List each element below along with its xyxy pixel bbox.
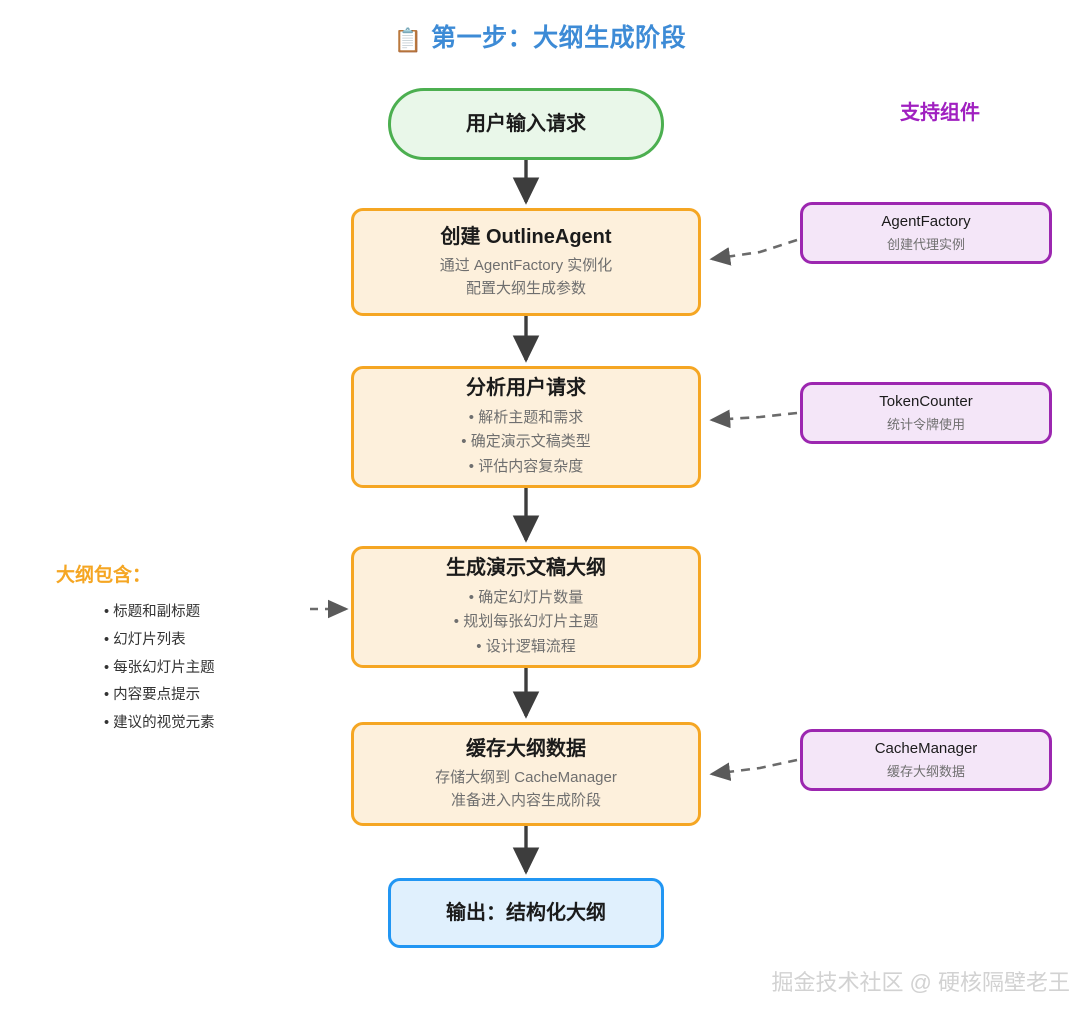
flow-node-title: 生成演示文稿大纲 (446, 557, 606, 580)
flow-node-subtitle-line: 通过 AgentFactory 实例化 (439, 257, 613, 275)
flow-node-bullet: • 确定演示文稿类型 (461, 433, 591, 451)
annotation-item: • 建议的视觉元素 (104, 715, 215, 732)
page-title: 📋 第一步：大纲生成阶段 (0, 18, 1080, 54)
flow-node-generate-outline[interactable]: 生成演示文稿大纲 • 确定幻灯片数量 • 规划每张幻灯片主题 • 设计逻辑流程 (351, 546, 701, 668)
annotation-item: • 每张幻灯片主题 (104, 659, 215, 676)
flow-node-bullet-list: • 解析主题和需求 • 确定演示文稿类型 • 评估内容复杂度 (461, 406, 590, 479)
annotation-title: 大纲包含： (56, 565, 152, 586)
annotation-item: • 标题和副标题 (104, 604, 201, 620)
flow-node-start[interactable]: 用户输入请求 (388, 88, 664, 160)
flow-node-subtitle-line: 存储大纲到 CacheManager (435, 769, 617, 787)
support-node-agentfactory[interactable]: AgentFactory 创建代理实例 (800, 202, 1052, 264)
flow-node-create-outline-agent[interactable]: 创建 OutlineAgent 通过 AgentFactory 实例化 配置大纲… (351, 208, 701, 316)
flow-node-start-label: 用户输入请求 (466, 113, 586, 135)
annotation-list: • 标题和副标题 • 幻灯片列表 • 每张幻灯片主题 • 内容要点提示 • 建议… (56, 599, 326, 738)
flow-node-output[interactable]: 输出：结构化大纲 (388, 878, 664, 948)
flow-node-output-label: 输出：结构化大纲 (446, 902, 606, 924)
edge-tokencounter-to-analyze (709, 409, 798, 429)
support-node-cachemanager[interactable]: CacheManager 缓存大纲数据 (800, 729, 1052, 791)
flow-node-cache-outline[interactable]: 缓存大纲数据 存储大纲到 CacheManager 准备进入内容生成阶段 (351, 722, 701, 826)
edge-cachemanager-to-cache (709, 758, 798, 782)
outline-contents-annotation: 大纲包含： • 标题和副标题 • 幻灯片列表 • 每张幻灯片主题 • 内容要点提… (56, 560, 326, 738)
support-node-desc: 创建代理实例 (886, 236, 965, 252)
annotation-item: • 幻灯片列表 (104, 631, 186, 648)
page-title-text: 第一步：大纲生成阶段 (431, 24, 687, 52)
support-node-tokencounter[interactable]: TokenCounter 统计令牌使用 (800, 382, 1052, 444)
annotation-item: • 内容要点提示 (104, 687, 201, 704)
flow-node-analyze-request[interactable]: 分析用户请求 • 解析主题和需求 • 确定演示文稿类型 • 评估内容复杂度 (351, 366, 701, 488)
flow-node-bullet: • 评估内容复杂度 (468, 457, 584, 475)
support-node-desc: 统计令牌使用 (886, 416, 965, 432)
flow-node-title: 创建 OutlineAgent (440, 226, 612, 249)
support-node-name: TokenCounter (879, 393, 973, 411)
flow-node-bullet: • 规划每张幻灯片主题 (453, 613, 599, 631)
support-components-heading: 支持组件 (900, 102, 980, 124)
flow-node-bullet: • 设计逻辑流程 (476, 637, 576, 655)
flow-node-title: 缓存大纲数据 (466, 738, 586, 761)
flow-node-subtitle-line: 准备进入内容生成阶段 (450, 791, 601, 809)
support-node-name: AgentFactory (881, 213, 971, 231)
clipboard-icon: 📋 (393, 27, 424, 53)
flow-node-bullet-list: • 确定幻灯片数量 • 规划每张幻灯片主题 • 设计逻辑流程 (454, 586, 598, 659)
flow-node-title: 分析用户请求 (466, 377, 586, 400)
flow-node-bullet: • 解析主题和需求 (468, 409, 584, 427)
flow-node-bullet: • 确定幻灯片数量 (468, 589, 584, 607)
edge-agentfactory-to-create (709, 238, 798, 266)
support-node-name: CacheManager (874, 740, 978, 758)
watermark: 掘金技术社区 @ 硬核隔壁老王 (771, 970, 1070, 995)
support-node-desc: 缓存大纲数据 (886, 763, 965, 779)
flow-node-subtitle-line: 配置大纲生成参数 (465, 279, 586, 297)
